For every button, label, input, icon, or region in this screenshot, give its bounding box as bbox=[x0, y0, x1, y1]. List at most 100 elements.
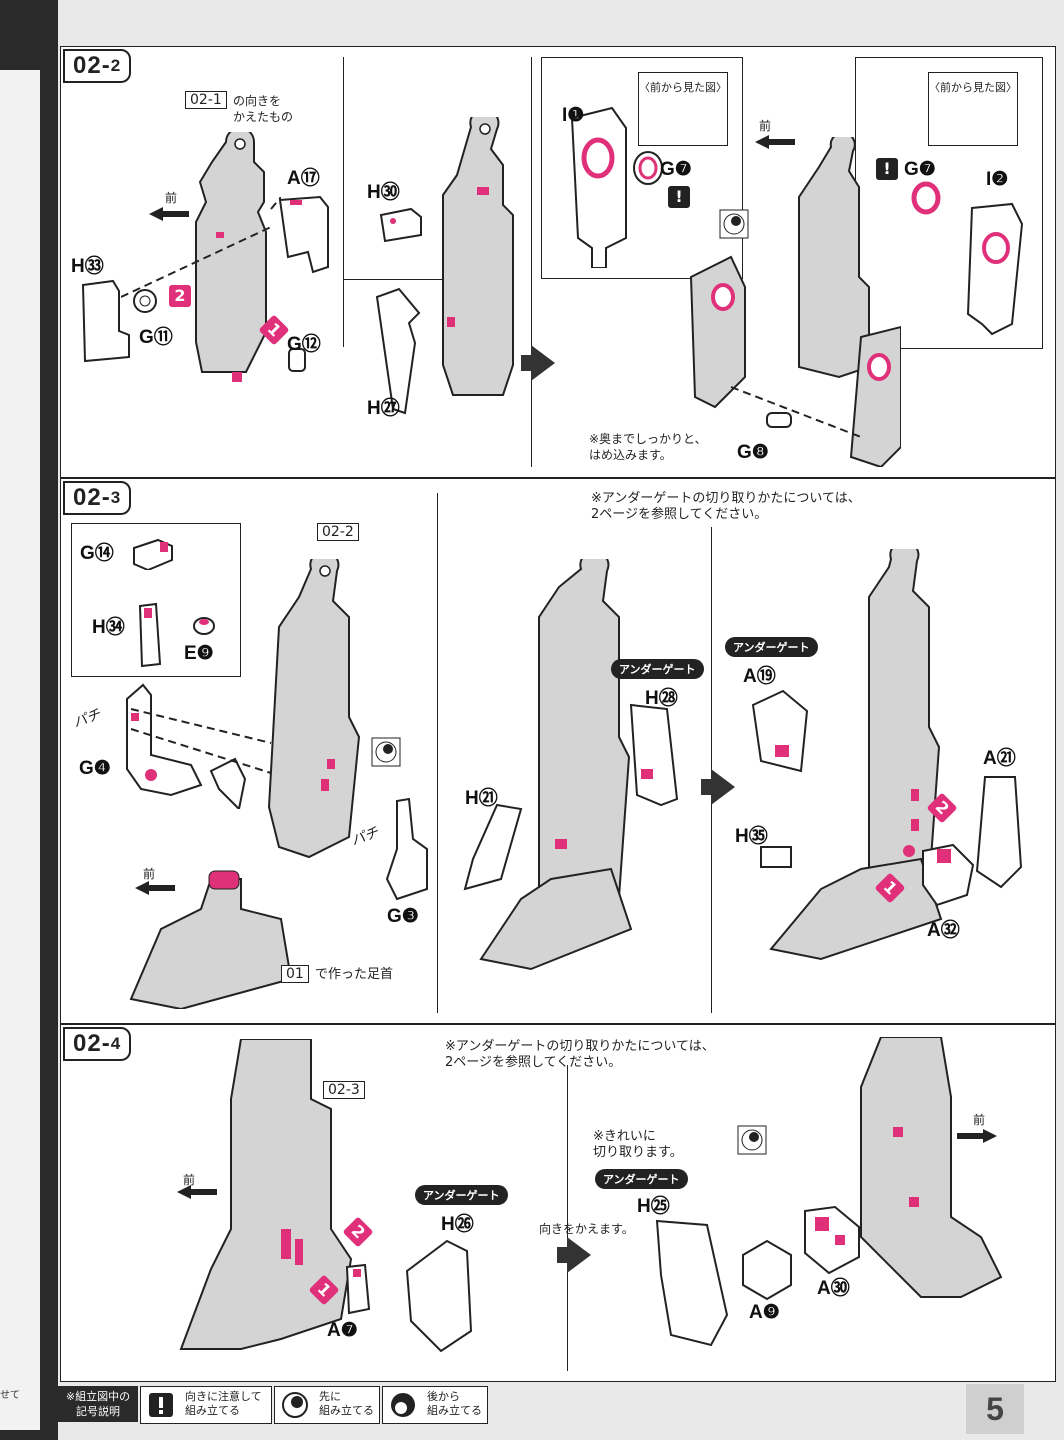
front-arrow-icon-4 bbox=[177, 1185, 217, 1199]
step-02-2-tag: 02-2 bbox=[63, 49, 132, 83]
first-assemble-icon-3 bbox=[737, 1125, 767, 1155]
front-arrow-icon bbox=[149, 207, 189, 221]
first-assemble-icon-legend bbox=[282, 1392, 308, 1418]
step-number-2-icon: 2 bbox=[169, 285, 191, 307]
part-label-h25: H㉕ bbox=[637, 1196, 670, 1217]
exclamation-icon-legend bbox=[149, 1393, 173, 1417]
inset-front-view-2: 〈前から見た図〉 ! G❼ I❷ bbox=[855, 57, 1043, 349]
clean-cut-note: ※きれいに 切り取ります。 bbox=[593, 1129, 683, 1160]
underside-gate-badge-4: アンダーゲート bbox=[595, 1169, 688, 1189]
symbol-legend: ※組立図中の 記号説明 向きに注意して 組み立てる 先に 組み立てる 後から 組… bbox=[58, 1382, 1064, 1440]
ref-step-02-3: 02-3 bbox=[323, 1081, 365, 1099]
part-label-h35: H㉟ bbox=[735, 826, 768, 847]
part-g8-drawing bbox=[766, 412, 792, 428]
step-02-2-panel: 02-2 02-1 の向きを かえたもの 前 A⑰ H㉝ bbox=[60, 46, 1056, 478]
front-label-5: 前 bbox=[973, 1113, 986, 1127]
leg-lower-drawing-2 bbox=[860, 1037, 1003, 1298]
part-h27-drawing bbox=[375, 287, 421, 415]
part-g7-drawing bbox=[633, 151, 663, 185]
part-g12-drawing bbox=[288, 348, 306, 372]
part-h34-drawing bbox=[138, 602, 162, 668]
leg-assembly-drawing-2 bbox=[479, 559, 633, 971]
part-h35-drawing bbox=[760, 846, 792, 868]
part-a32-drawing bbox=[922, 843, 975, 907]
part-g11-drawing bbox=[133, 289, 157, 313]
first-assemble-icon bbox=[719, 209, 749, 239]
part-label-h28: H㉘ bbox=[645, 688, 678, 709]
part-label-g12: G⑫ bbox=[287, 334, 321, 355]
part-label-a7: A❼ bbox=[327, 1320, 358, 1341]
part-label-a30: A㉚ bbox=[817, 1278, 850, 1299]
next-step-arrow-2 bbox=[701, 769, 735, 805]
part-h25-drawing bbox=[655, 1219, 729, 1347]
part-label-a9: A❾ bbox=[749, 1302, 780, 1323]
part-label-i1: I❶ bbox=[562, 105, 585, 126]
part-label-h34: H㉞ bbox=[92, 617, 125, 638]
part-label-a21: A㉑ bbox=[983, 748, 1016, 769]
part-h30-drawing bbox=[379, 207, 422, 243]
front-arrow-icon-3 bbox=[135, 881, 175, 895]
snap-sound-label: パチ bbox=[71, 706, 103, 732]
front-label-2: 前 bbox=[759, 119, 772, 133]
part-label-g11: G⑪ bbox=[139, 327, 173, 348]
left-page-edge: せて bbox=[0, 0, 58, 1440]
part-g7-drawing-2 bbox=[911, 181, 941, 215]
turn-note: 向きをかえます。 bbox=[539, 1222, 634, 1236]
manual-page: 02-2 02-1 の向きを かえたもの 前 A⑰ H㉝ bbox=[58, 0, 1064, 1440]
part-a7-drawing bbox=[345, 1263, 371, 1315]
part-e9-drawing bbox=[193, 617, 215, 635]
part-a21-drawing bbox=[975, 776, 1023, 889]
part-i1-drawing bbox=[570, 106, 627, 268]
part-label-a17: A⑰ bbox=[287, 168, 320, 189]
part-label-a32: A㉜ bbox=[927, 920, 960, 941]
step-02-4-panel: 02-4 ※アンダーゲートの切り取りかたについては、 2ページを参照してください… bbox=[60, 1024, 1056, 1382]
part-label-h30: H㉚ bbox=[367, 182, 400, 203]
subassembly-inset: G⑭ H㉞ E❾ bbox=[71, 523, 241, 677]
exclamation-icon: ! bbox=[668, 186, 690, 208]
page-number: 5 bbox=[966, 1384, 1024, 1434]
part-label-g7-2: G❼ bbox=[904, 159, 936, 180]
first-assemble-icon-2 bbox=[371, 737, 401, 767]
press-in-note: ※奥までしっかりと、 はめ込みます。 bbox=[589, 432, 707, 462]
part-label-h33: H㉝ bbox=[71, 256, 104, 277]
inset-front-view-1: 〈前から見た図〉 I❶ G❼ ! bbox=[541, 57, 743, 279]
part-g14-drawing bbox=[133, 538, 173, 570]
part-label-g8: G❽ bbox=[737, 442, 769, 463]
part-label-a19: A⑲ bbox=[743, 666, 776, 687]
part-a17-drawing bbox=[278, 195, 329, 274]
part-label-h21: H㉑ bbox=[465, 788, 498, 809]
assembly-guide-lines-2 bbox=[130, 708, 272, 774]
front-arrow-icon-2 bbox=[755, 135, 795, 149]
ankle-caption: で作った足首 bbox=[315, 967, 394, 982]
inset-front-view-2-title: 〈前から見た図〉 bbox=[928, 72, 1018, 146]
step-02-4-tag: 02-4 bbox=[63, 1027, 132, 1061]
adjacent-page-text: せて bbox=[0, 1390, 20, 1401]
part-label-e9: E❾ bbox=[184, 643, 214, 664]
part-h26-drawing bbox=[405, 1239, 473, 1353]
part-label-g3: G❸ bbox=[387, 906, 419, 927]
ref-step-01: 01 bbox=[281, 965, 309, 983]
ref-caption: の向きを かえたもの bbox=[233, 94, 294, 124]
exclamation-icon-2: ! bbox=[876, 158, 898, 180]
next-step-arrow-3 bbox=[557, 1237, 591, 1273]
legend-item-later-assemble: 後から 組み立てる bbox=[382, 1386, 488, 1424]
front-label-3: 前 bbox=[143, 867, 156, 881]
underside-gate-note-2: ※アンダーゲートの切り取りかたについては、 2ページを参照してください。 bbox=[445, 1039, 715, 1070]
part-label-h26: H㉖ bbox=[441, 1214, 474, 1235]
later-assemble-icon-legend bbox=[391, 1393, 415, 1417]
ref-step-02-2: 02-2 bbox=[317, 523, 359, 541]
front-label-4: 前 bbox=[183, 1173, 196, 1187]
part-h33-drawing bbox=[81, 279, 130, 363]
underside-gate-note: ※アンダーゲートの切り取りかたについては、 2ページを参照してください。 bbox=[591, 491, 861, 522]
legend-title: ※組立図中の 記号説明 bbox=[58, 1386, 138, 1422]
ankle-part-drawing bbox=[129, 870, 293, 1009]
underside-gate-badge-3: アンダーゲート bbox=[415, 1185, 508, 1205]
leg-frame-drawing bbox=[195, 132, 267, 382]
front-label: 前 bbox=[165, 191, 178, 205]
part-g3-drawing bbox=[385, 797, 428, 901]
underside-gate-badge-2: アンダーゲート bbox=[725, 637, 818, 657]
next-step-arrow bbox=[521, 345, 555, 381]
underside-gate-badge: アンダーゲート bbox=[611, 659, 704, 679]
leg-frame-drawing-2 bbox=[442, 117, 514, 396]
legend-item-first-assemble: 先に 組み立てる bbox=[274, 1386, 380, 1424]
